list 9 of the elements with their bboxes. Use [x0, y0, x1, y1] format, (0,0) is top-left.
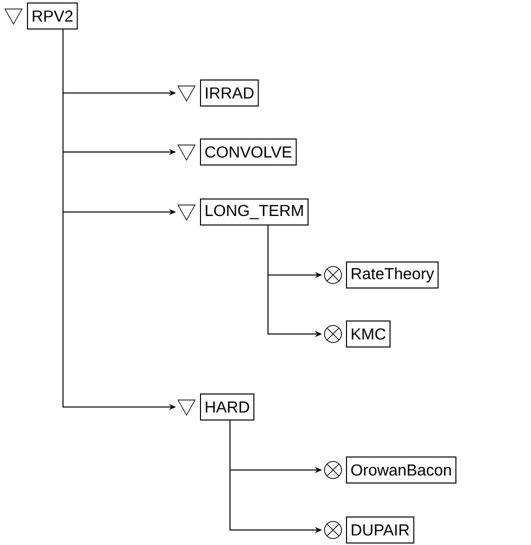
label-box: RPV2 — [27, 2, 78, 30]
label-box: OrowanBacon — [346, 456, 456, 484]
label-box: RateTheory — [346, 262, 439, 288]
label-box: KMC — [346, 320, 391, 348]
label-box: IRRAD — [200, 80, 259, 106]
label-box: DUPAIR — [346, 516, 414, 544]
label-box: HARD — [200, 394, 254, 420]
label-box: CONVOLVE — [200, 138, 297, 166]
label-box: LONG_TERM — [200, 198, 309, 226]
